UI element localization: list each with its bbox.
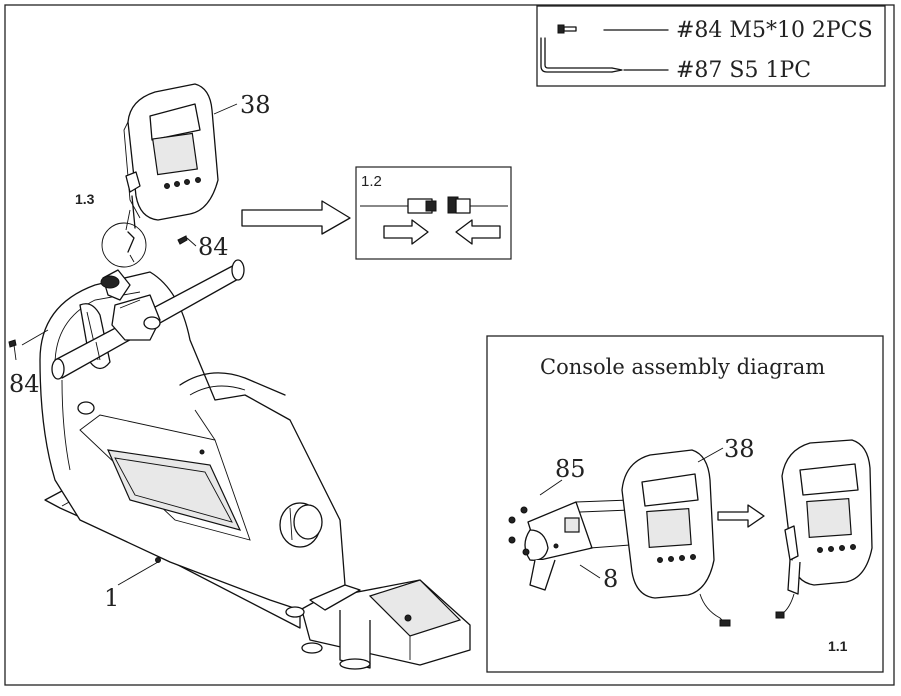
leader-38b <box>697 447 724 463</box>
console-assembly-38 <box>621 449 731 627</box>
leader-85 <box>539 479 563 496</box>
console-assembly-title: Console assembly diagram <box>540 355 825 379</box>
step-1-1-label: 1.1 <box>828 638 848 654</box>
push-arrow-left <box>455 219 501 245</box>
bolt-icon <box>557 24 577 34</box>
side-panel <box>107 449 242 531</box>
outer-border <box>4 4 895 686</box>
tension-knob <box>279 502 323 548</box>
callout-85: 85 <box>555 455 586 483</box>
hardware-legend-box <box>536 5 886 87</box>
console-assembly-panel: Console assembly diagram 85 8 <box>486 335 884 673</box>
console-screen <box>152 132 198 176</box>
bike-frame <box>39 271 471 670</box>
bolt-spec-text: #84 M5*10 2PCS <box>676 18 873 43</box>
bolts-85 <box>508 506 530 556</box>
console-handle-slot <box>149 103 201 141</box>
bolt-84-left <box>8 339 17 361</box>
allen-wrench-icon <box>540 37 623 73</box>
main-housing <box>39 271 346 611</box>
assembly-arrow <box>717 504 765 528</box>
callout-8: 8 <box>603 565 618 593</box>
leader-38 <box>213 103 238 115</box>
leveler-foot <box>301 642 323 654</box>
leader-8 <box>579 564 601 579</box>
detail-1-2: 1.2 <box>355 166 512 260</box>
callout-38b: 38 <box>724 435 755 463</box>
callout-84-upper: 84 <box>198 233 229 261</box>
step-1-3-label: 1.3 <box>75 191 95 207</box>
hardware-legend: #84 M5*10 2PCS #87 S5 1PC <box>536 5 886 87</box>
arrow-to-detail-1-2 <box>241 200 351 235</box>
push-arrow-right <box>383 219 429 245</box>
callout-1: 1 <box>104 584 119 612</box>
handlebar <box>51 259 245 380</box>
console-mast <box>100 269 131 301</box>
leader-1 <box>117 561 159 586</box>
callout-38: 38 <box>240 91 271 119</box>
detail-1-2-box <box>355 166 512 260</box>
console-assembled <box>775 439 873 619</box>
detail-1-2-label: 1.2 <box>361 173 382 190</box>
callout-84-left: 84 <box>9 370 40 398</box>
bolt-84-upper <box>177 235 197 247</box>
wrench-spec-text: #87 S5 1PC <box>676 58 811 83</box>
detail-1-3: 1.3 <box>75 191 147 268</box>
console-38 <box>123 83 219 229</box>
